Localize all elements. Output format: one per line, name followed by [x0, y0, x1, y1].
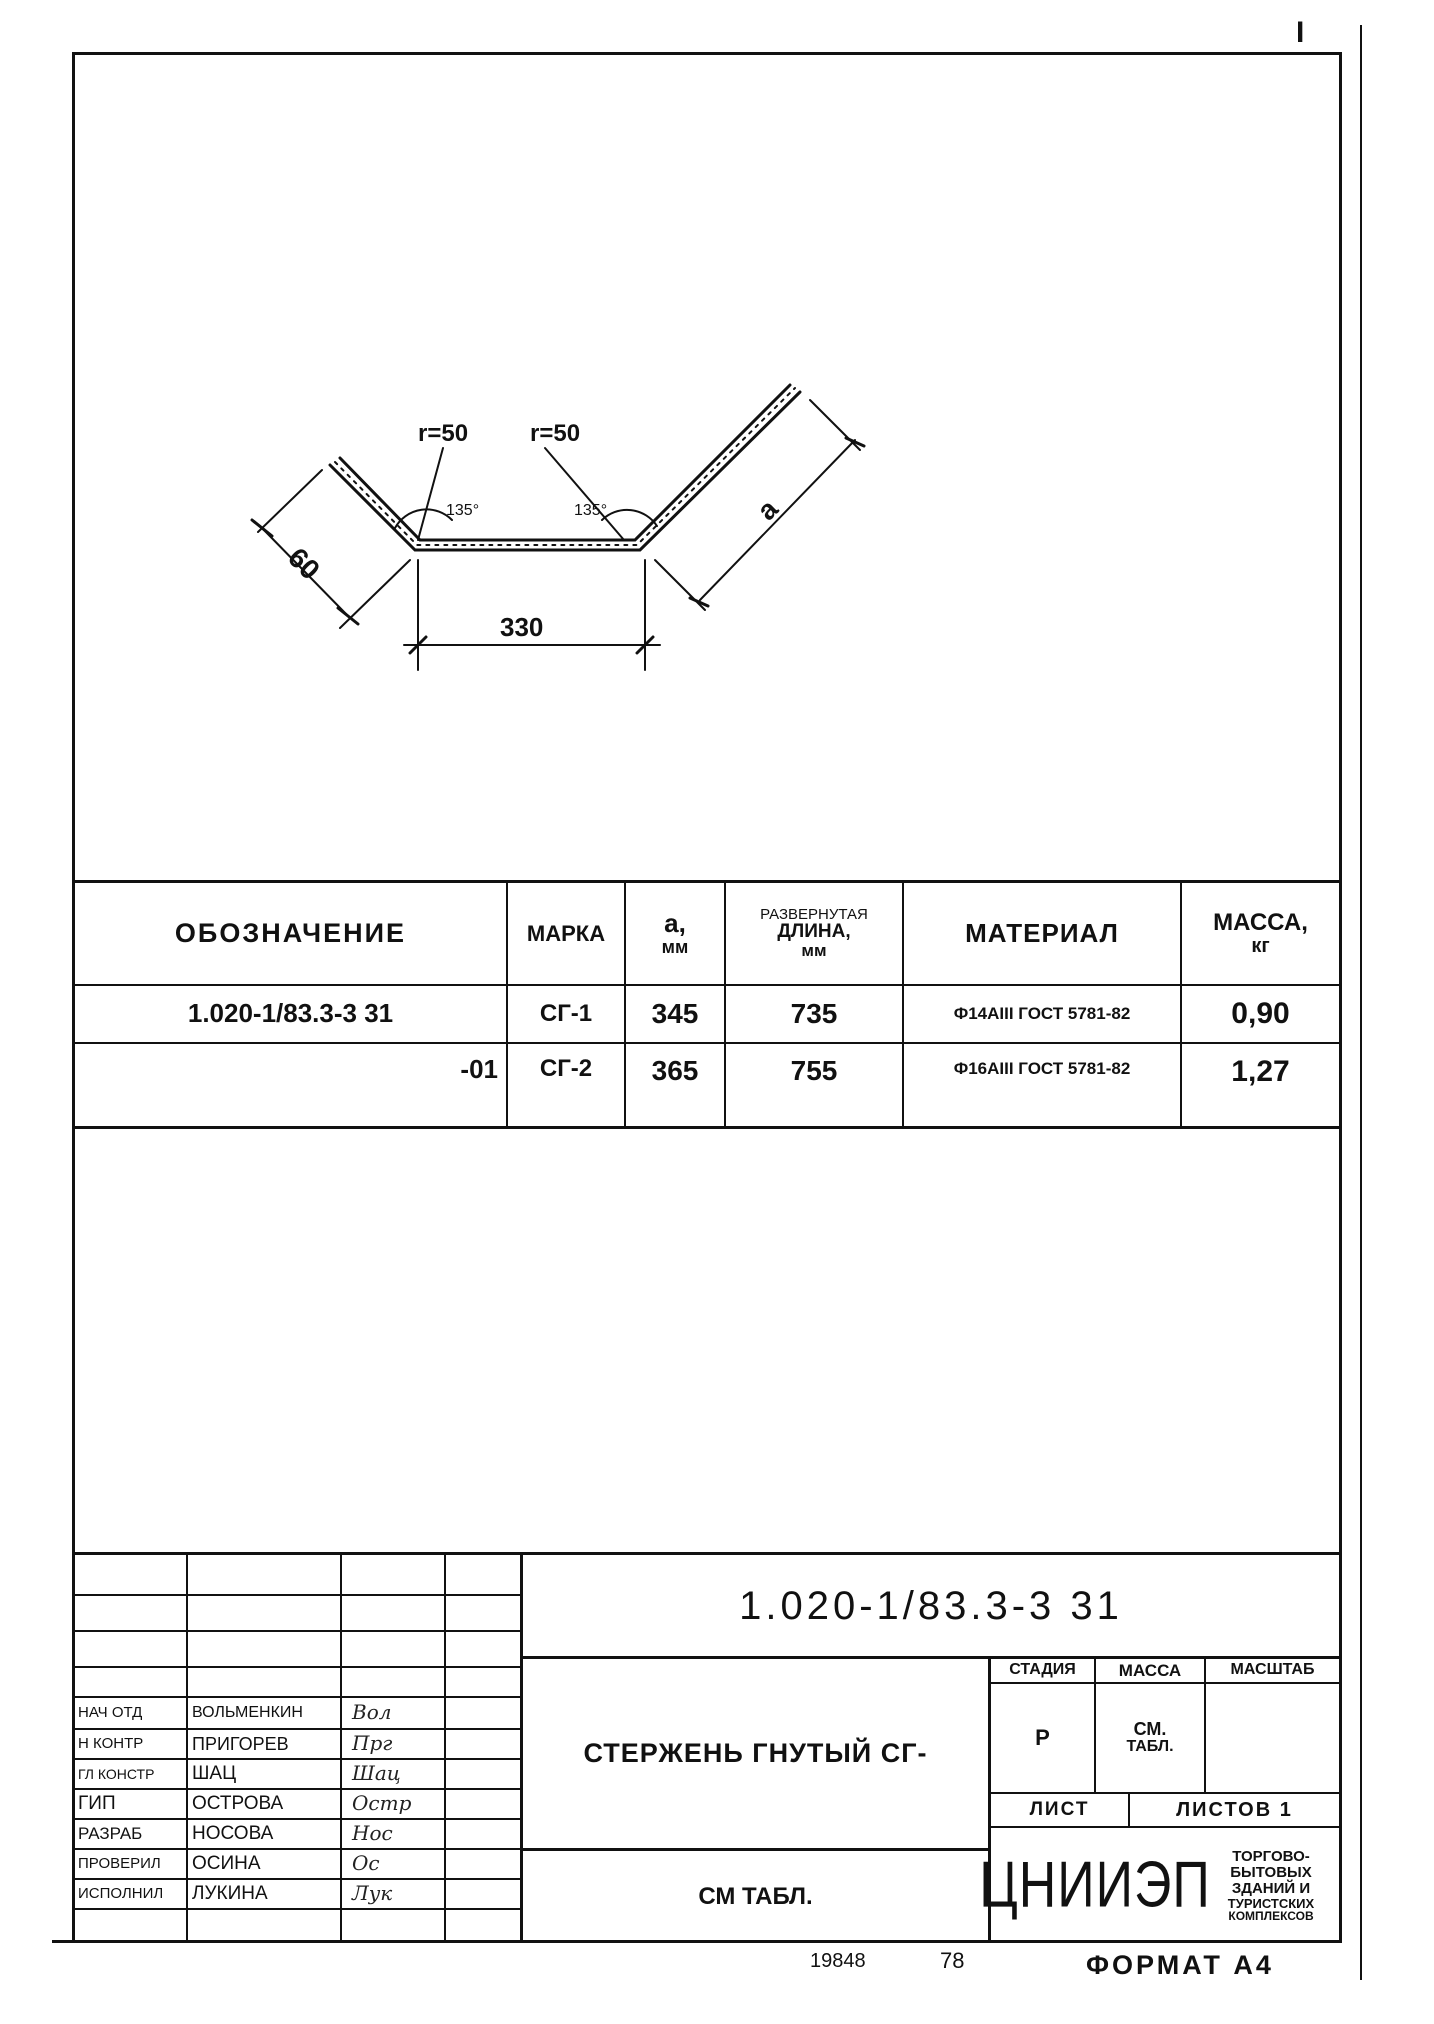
- row1-mass: 0,90: [1231, 997, 1290, 1031]
- header-mark: МАРКА: [526, 920, 606, 946]
- signature-3: Остр: [352, 1791, 412, 1815]
- name-5: ОСИНА: [192, 1853, 261, 1875]
- rod-hatching: [334, 387, 796, 546]
- name-0: ВОЛЬМЕНКИН: [192, 1703, 303, 1721]
- dim-bottom-tick-2: [635, 635, 655, 655]
- sheets-label: ЛИСТОВ 1: [1176, 1798, 1293, 1821]
- row1-a: 345: [651, 998, 699, 1030]
- org-desc-line4: ТУРИСТСКИХ: [1227, 1895, 1315, 1911]
- angle-arc-right: [601, 508, 658, 527]
- name-3: ОСТРОВА: [192, 1793, 284, 1815]
- dim-left-tick-2: [336, 606, 360, 626]
- header-a: a, мм: [626, 883, 724, 984]
- scale-label: МАСШТАБ: [1230, 1661, 1315, 1679]
- frame-top: [72, 52, 1342, 55]
- frame-right: [1339, 52, 1342, 1942]
- mass-value-line2: ТАБЛ.: [1126, 1738, 1174, 1756]
- row2-material: Ф16АIII ГОСТ 5781-82: [953, 1059, 1131, 1078]
- frame-right-outer: [1360, 25, 1362, 1980]
- signature-1: Прг: [352, 1731, 393, 1755]
- stage-label: СТАДИЯ: [1009, 1661, 1076, 1679]
- org-desc-line1: ТОРГОВО-: [1232, 1848, 1310, 1866]
- org-desc-line5: КОМПЛЕКСОВ: [1228, 1909, 1314, 1924]
- stage-value: Р: [1035, 1725, 1050, 1751]
- header-length-line1: РАЗВЕРНУТАЯ: [760, 905, 868, 923]
- radius-label-left: r=50: [418, 420, 469, 447]
- signature-6: Лук: [352, 1881, 393, 1905]
- rod-outline-outer: [328, 390, 802, 552]
- sheet-mark: I: [1296, 16, 1305, 49]
- name-6: ЛУКИНА: [192, 1883, 268, 1905]
- frame-left: [72, 52, 75, 1942]
- header-material: МАТЕРИАЛ: [965, 917, 1119, 948]
- header-a-line1: a,: [664, 908, 686, 939]
- angle-arc-left: [394, 508, 453, 529]
- org-desc-line3: ЗДАНИЙ И: [1231, 1879, 1311, 1897]
- name-1: ПРИГОРЕВ: [192, 1733, 289, 1754]
- angle-label-right: 135°: [574, 502, 608, 519]
- signature-0: Вол: [352, 1700, 392, 1724]
- role-6: ИСПОЛНИЛ: [78, 1885, 164, 1903]
- mass-value-line1: СМ.: [1133, 1719, 1167, 1740]
- dim-left-ext-2: [339, 559, 411, 629]
- dim-right-tick-2: [688, 596, 710, 608]
- row2-designation: -01: [460, 1054, 498, 1084]
- row1-length: 735: [790, 998, 838, 1030]
- inventory-number: 19848: [810, 1950, 866, 1972]
- rod-outline-inner: [338, 383, 792, 542]
- dim-bottom-tick-1: [408, 635, 428, 655]
- page-number: 78: [940, 1948, 965, 1973]
- role-3: ГИП: [78, 1793, 116, 1815]
- header-mass: МАССА, кг: [1182, 883, 1339, 984]
- header-length-line2: ДЛИНА,: [777, 921, 851, 943]
- signature-4: Нос: [352, 1821, 393, 1845]
- role-2: ГЛ КОНСТР: [78, 1765, 155, 1782]
- role-1: Н КОНТР: [78, 1735, 144, 1753]
- radius-label-right: r=50: [530, 420, 581, 447]
- row1-designation: 1.020-1/83.3-3 31: [187, 998, 394, 1029]
- name-2: ШАЦ: [192, 1763, 237, 1785]
- org-desc-line2: БЫТОВЫХ: [1230, 1864, 1312, 1881]
- sheet-label: ЛИСТ: [1029, 1799, 1090, 1821]
- header-length-line3: мм: [801, 941, 827, 961]
- angle-label-left: 135°: [446, 502, 480, 519]
- row1-mark: СГ-1: [539, 1000, 593, 1028]
- header-length: РАЗВЕРНУТАЯ ДЛИНА, мм: [726, 883, 902, 984]
- row2-a: 365: [651, 1055, 699, 1086]
- signature-5: Ос: [352, 1851, 380, 1875]
- bent-rod-drawing: [250, 383, 866, 671]
- dim-right-line: [699, 439, 856, 601]
- dim-left-tick-1: [250, 518, 274, 538]
- header-mass-line2: кг: [1251, 934, 1270, 957]
- name-4: НОСОВА: [192, 1823, 274, 1845]
- signature-2: Шац: [352, 1761, 401, 1785]
- role-0: НАЧ ОТД: [78, 1704, 143, 1722]
- row2-mark: СГ-2: [539, 1055, 593, 1082]
- row1-material: Ф14АIII ГОСТ 5781-82: [953, 1004, 1131, 1024]
- header-designation: ОБОЗНАЧЕНИЕ: [174, 918, 407, 949]
- role-4: РАЗРАБ: [78, 1824, 143, 1844]
- header-mass-line1: МАССА,: [1213, 909, 1308, 937]
- row2-length: 755: [790, 1055, 838, 1086]
- org-name: ЦНИИЭП: [979, 1848, 1211, 1921]
- material-note: СМ ТАБЛ.: [698, 1882, 813, 1910]
- radius-leader-right: [544, 447, 625, 541]
- radius-leader-left: [417, 447, 444, 541]
- row2-mass: 1,27: [1231, 1055, 1290, 1088]
- header-a-line2: мм: [661, 936, 689, 957]
- dim-left-ext-1: [257, 469, 323, 533]
- dim-right-tick-1: [844, 436, 866, 448]
- frame-bottom: [52, 1940, 1342, 1943]
- dim-left-line: [261, 527, 349, 617]
- dim-bottom-label: 330: [500, 612, 544, 642]
- org-description: ТОРГОВО- БЫТОВЫХ ЗДАНИЙ И ТУРИСТСКИХ КОМ…: [1202, 1832, 1340, 1940]
- doc-code: 1.020-1/83.3-3 31: [739, 1583, 1123, 1628]
- format-label: ФОРМАТ А4: [1086, 1950, 1274, 1980]
- drawing-title: СТЕРЖЕНЬ ГНУТЫЙ СГ-: [583, 1738, 928, 1769]
- mass-value: СМ. ТАБЛ.: [1096, 1684, 1204, 1792]
- role-5: ПРОВЕРИЛ: [78, 1855, 161, 1873]
- mass-label: МАССА: [1118, 1660, 1182, 1680]
